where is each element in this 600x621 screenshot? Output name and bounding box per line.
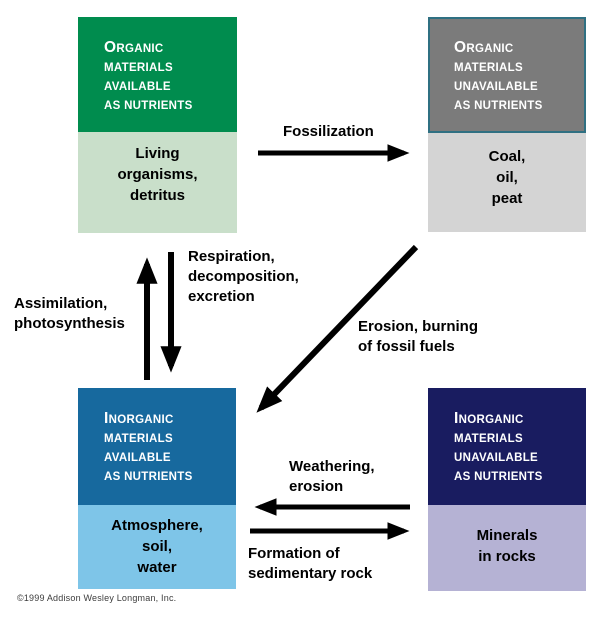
box-header-organic-available: ORGANIC MATERIALS AVAILABLE AS NUTRIENTS: [78, 17, 237, 132]
box-body-organic-available: Living organisms, detritus: [78, 132, 237, 233]
header-rest: RGANIC: [466, 43, 514, 55]
box-organic-available: ORGANIC MATERIALS AVAILABLE AS NUTRIENTS…: [78, 17, 237, 233]
header-lines: MATERIALS AVAILABLE AS NUTRIENTS: [104, 433, 193, 483]
box-header-organic-unavailable: ORGANIC MATERIALS UNAVAILABLE AS NUTRIEN…: [428, 17, 586, 133]
box-body-inorganic-unavailable: Minerals in rocks: [428, 505, 586, 591]
header-line-1: INORGANIC: [454, 409, 582, 430]
box-inorganic-available: INORGANIC MATERIALS AVAILABLE AS NUTRIEN…: [78, 388, 236, 589]
header-lines: MATERIALS AVAILABLE AS NUTRIENTS: [104, 62, 193, 112]
header-rest: NORGANIC: [108, 414, 174, 426]
header-initial: I: [454, 410, 459, 427]
header-rest: NORGANIC: [458, 414, 524, 426]
box-header-inorganic-available: INORGANIC MATERIALS AVAILABLE AS NUTRIEN…: [78, 388, 236, 505]
respiration-label: Respiration, decomposition, excretion: [188, 248, 299, 305]
header-initial: O: [104, 39, 117, 56]
header-line-1: INORGANIC: [104, 409, 232, 430]
header-line-1: ORGANIC: [104, 38, 233, 59]
header-lines: MATERIALS UNAVAILABLE AS NUTRIENTS: [454, 62, 543, 112]
fossilization-label: Fossilization: [283, 123, 374, 140]
assimilation-label: Assimilation, photosynthesis: [14, 295, 125, 332]
weathering-label: Weathering, erosion: [289, 458, 375, 495]
box-inorganic-unavailable: INORGANIC MATERIALS UNAVAILABLE AS NUTRI…: [428, 388, 586, 591]
copyright-text: ©1999 Addison Wesley Longman, Inc.: [17, 593, 177, 603]
box-organic-unavailable: ORGANIC MATERIALS UNAVAILABLE AS NUTRIEN…: [428, 17, 586, 232]
header-initial: I: [104, 410, 109, 427]
box-body-inorganic-available: Atmosphere, soil, water: [78, 505, 236, 589]
header-lines: MATERIALS UNAVAILABLE AS NUTRIENTS: [454, 433, 543, 483]
header-initial: O: [454, 39, 467, 56]
header-rest: RGANIC: [116, 43, 164, 55]
header-line-1: ORGANIC: [454, 38, 580, 59]
formation-label: Formation of sedimentary rock: [248, 545, 373, 582]
box-header-inorganic-unavailable: INORGANIC MATERIALS UNAVAILABLE AS NUTRI…: [428, 388, 586, 505]
box-body-organic-unavailable: Coal, oil, peat: [428, 133, 586, 232]
erosion-label: Erosion, burning of fossil fuels: [358, 318, 478, 355]
